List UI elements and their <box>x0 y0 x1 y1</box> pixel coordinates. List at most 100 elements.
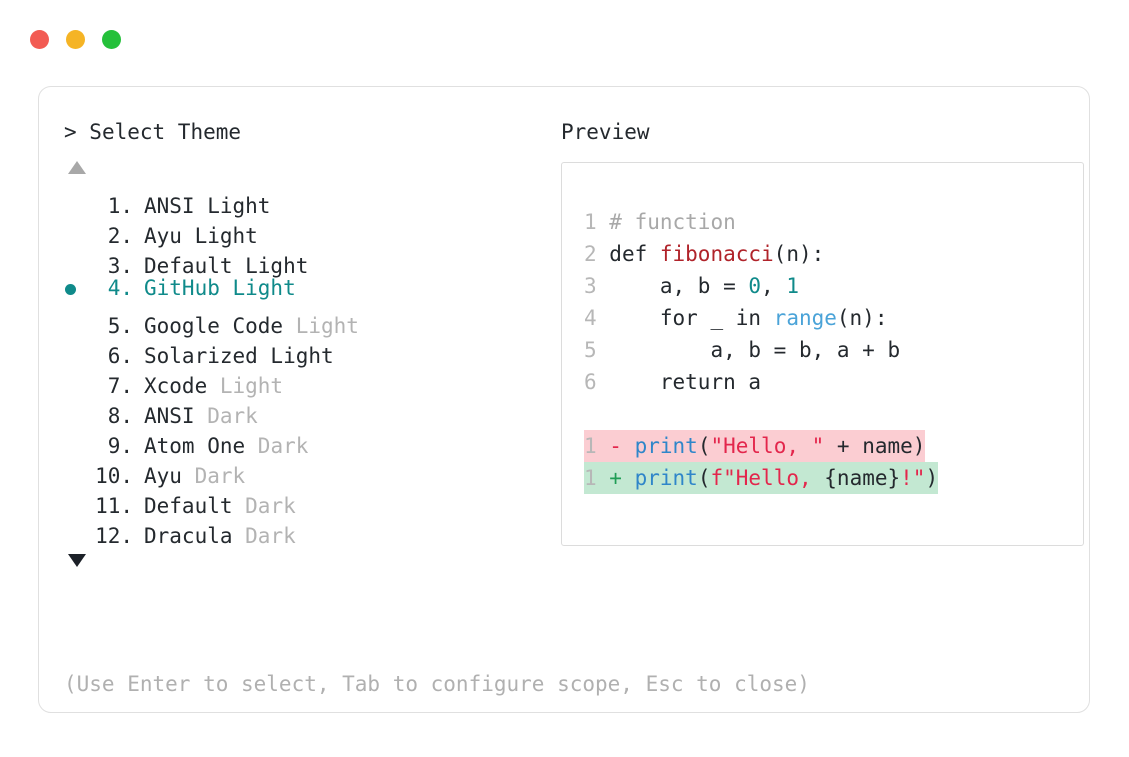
theme-list-item[interactable]: 4. GitHub Light <box>64 273 534 303</box>
code-line: 2 def fibonacci(n): <box>584 238 1077 270</box>
code-token: def <box>609 242 660 266</box>
theme-variant-tag: Light <box>283 314 359 338</box>
code-token: !" <box>900 466 926 490</box>
line-number: 4 <box>584 306 610 330</box>
code-token: + name) <box>824 434 926 458</box>
close-button[interactable] <box>30 30 49 49</box>
theme-index: 8. <box>107 404 133 428</box>
code-token: range <box>773 306 837 330</box>
theme-list-item[interactable]: 1.ANSI Light <box>64 183 534 218</box>
diff-line-number: 1 <box>584 434 610 458</box>
theme-variant-tag: Dark <box>232 524 296 548</box>
scroll-down-icon[interactable] <box>68 554 86 567</box>
theme-variant-tag: Dark <box>181 464 246 488</box>
theme-index: 12. <box>95 524 133 548</box>
keyboard-hint: (Use Enter to select, Tab to configure s… <box>64 672 810 696</box>
code-token: ( <box>697 434 711 458</box>
theme-name: Xcode <box>144 374 208 398</box>
scroll-up-icon[interactable] <box>68 161 86 174</box>
code-token: {name} <box>824 466 901 490</box>
theme-list-item[interactable]: 5.Google Code Light <box>64 303 534 338</box>
theme-list-item[interactable]: 2. Ayu Light <box>64 213 534 248</box>
code-token: "Hello, " <box>710 434 825 458</box>
theme-index: 11. <box>95 494 133 518</box>
line-number: 5 <box>584 338 610 362</box>
code-blank-line <box>584 398 1077 430</box>
window-titlebar <box>30 30 121 49</box>
code-token: print <box>634 466 698 490</box>
code-token: f"Hello, <box>710 466 825 490</box>
theme-index: 2. <box>107 224 133 248</box>
theme-variant-tag: Dark <box>194 404 258 428</box>
code-line: 1 # function <box>584 206 1077 238</box>
zoom-button[interactable] <box>102 30 121 49</box>
line-number: 3 <box>584 274 610 298</box>
selection-bullet-cell <box>64 243 91 273</box>
theme-list-item[interactable]: 8. ANSI Dark <box>64 393 534 428</box>
selection-bullet-cell <box>64 363 91 393</box>
selection-bullet-cell <box>64 453 91 483</box>
preview-panel-header: Preview <box>561 117 1086 147</box>
theme-list-item[interactable]: 9.Atom One Dark <box>64 423 534 458</box>
theme-name: ANSI <box>144 404 195 428</box>
theme-name: Default Light <box>144 254 309 278</box>
theme-list-item[interactable]: 10.Ayu Dark <box>64 453 534 488</box>
selection-bullet-cell <box>64 303 91 333</box>
selection-bullet-cell <box>64 213 91 243</box>
code-token: for _ in <box>609 306 774 330</box>
theme-index: 10. <box>95 464 133 488</box>
theme-list-item[interactable]: 6. Solarized Light <box>64 333 534 368</box>
diff-sign: + <box>609 466 622 490</box>
code-token: a, b = b, a + b <box>609 338 901 362</box>
diff-sign: - <box>609 434 622 458</box>
minimize-button[interactable] <box>66 30 85 49</box>
selection-bullet-cell <box>64 393 91 423</box>
code-token: (n): <box>773 242 825 266</box>
theme-name: ANSI Light <box>144 194 271 218</box>
code-token: # function <box>609 210 736 234</box>
code-token: 1 <box>786 274 799 298</box>
select-theme-label: Select Theme <box>89 120 242 144</box>
code-line: 6 return a <box>584 366 1077 398</box>
panel-title-select-theme: > Select Theme <box>64 117 534 147</box>
theme-name: Solarized Light <box>144 344 334 368</box>
code-token: a, b = <box>609 274 749 298</box>
theme-name: Google Code <box>144 314 284 338</box>
code-token: print <box>634 434 698 458</box>
code-token: 0 <box>748 274 762 298</box>
theme-variant-tag: Light <box>207 374 284 398</box>
theme-name: GitHub Light <box>144 276 296 300</box>
theme-index: 6. <box>107 344 133 368</box>
diff-line: 1 - print("Hello, " + name) <box>584 430 1077 462</box>
theme-list-item[interactable]: 3.Default Light <box>64 243 534 278</box>
line-number: 6 <box>584 370 610 394</box>
selection-bullet-cell <box>64 333 91 363</box>
theme-index: 4. <box>107 276 133 300</box>
theme-name: Atom One <box>144 434 246 458</box>
selection-bullet-cell <box>64 483 91 513</box>
line-number: 2 <box>584 242 610 266</box>
selection-bullet-cell <box>64 423 91 453</box>
theme-name: Dracula <box>144 524 233 548</box>
code-token: return a <box>609 370 762 394</box>
theme-list-item[interactable]: 7.Xcode Light <box>64 363 534 398</box>
preview-title: Preview <box>561 120 650 144</box>
selection-bullet-cell <box>64 275 91 305</box>
code-token: ) <box>925 466 939 490</box>
theme-variant-tag: Dark <box>232 494 296 518</box>
theme-variant-tag: Dark <box>245 434 309 458</box>
selected-bullet-icon <box>65 284 76 295</box>
diff-spacer <box>622 466 635 490</box>
code-token: (n): <box>836 306 888 330</box>
code-token: fibonacci <box>659 242 774 266</box>
theme-list-item[interactable]: 11.Default Dark <box>64 483 534 518</box>
theme-name: Ayu Light <box>144 224 258 248</box>
code-token: ( <box>697 466 711 490</box>
theme-list-item[interactable]: 12. Dracula Dark <box>64 513 534 548</box>
code-line: 4 for _ in range(n): <box>584 302 1077 334</box>
